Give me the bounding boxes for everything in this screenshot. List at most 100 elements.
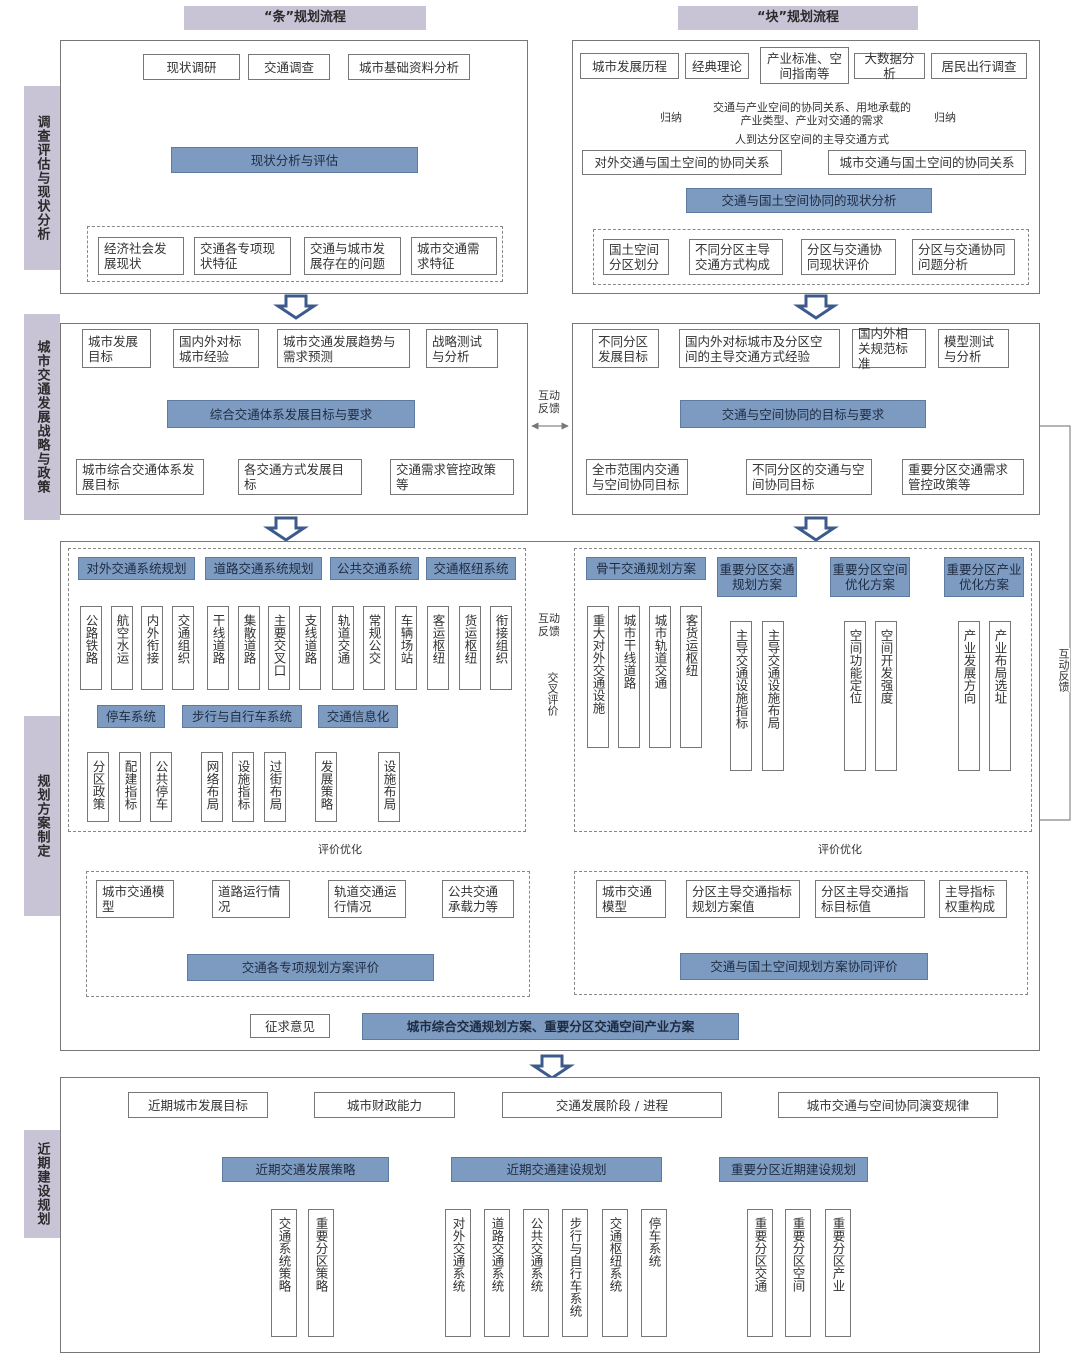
- road-operation-box: 道路运行情况: [212, 880, 290, 918]
- coordination-goal-box: 交通与空间协同的目标与要求: [680, 400, 926, 428]
- g4-item: 货运枢纽: [459, 606, 481, 690]
- left-flow-header: “条”规划流程: [184, 6, 426, 30]
- side-label-survey: 调查评估与现状分析: [24, 86, 60, 270]
- side-label-plan: 规划方案制定: [24, 716, 60, 916]
- transit-capacity-box: 公共交通承载力等: [442, 880, 514, 918]
- consultation-box: 征求意见: [250, 1014, 330, 1038]
- external-traffic-plan-title: 对外交通系统规划: [78, 557, 195, 580]
- near-strategy-item: 重要分区策略: [308, 1209, 334, 1337]
- eval-opt-label-right: 评价优化: [818, 843, 862, 856]
- external-traffic-relation-box: 对外交通与国土空间的协同关系: [582, 150, 782, 175]
- feedback-label-plan: 互动反馈: [538, 612, 560, 638]
- zone-mode-structure-box: 不同分区主导交通方式构成: [689, 239, 783, 275]
- walk-bike-title: 步行与自行车系统: [182, 705, 302, 728]
- near-construction-item: 道路交通系统: [484, 1209, 510, 1337]
- plan-strip-group: [68, 548, 526, 832]
- side-label-near-term: 近期建设规划: [24, 1130, 60, 1238]
- socio-economic-status-box: 经济社会发展现状: [98, 237, 184, 275]
- zone-coordination-eval-box: 分区与交通协同现状评价: [801, 239, 896, 275]
- zone-near-item: 重要分区空间: [785, 1209, 811, 1337]
- zone-near-item: 重要分区交通: [747, 1209, 773, 1337]
- zone-industry-item: 产业布局选址: [989, 621, 1011, 771]
- specialty-eval-box: 交通各专项规划方案评价: [187, 954, 434, 981]
- zone-coordination-goal-box: 不同分区的交通与空间协同目标: [746, 459, 872, 495]
- g2-item: 集散道路: [238, 606, 260, 690]
- dominant-mode-note: 人到达分区空间的主导交通方式: [735, 133, 889, 146]
- backbone-item: 城市干线道路: [618, 606, 640, 748]
- zone-space-item: 空间功能定位: [844, 621, 866, 771]
- g3-item: 车辆场站: [395, 606, 417, 690]
- its-item: 设施布局: [378, 752, 400, 822]
- coordination-eval-box: 交通与国土空间规划方案协同评价: [680, 953, 928, 980]
- g1-item: 交通组织: [172, 606, 194, 690]
- parking-item: 配建指标: [119, 752, 141, 822]
- benchmark-city-box: 国内外对标城市经验: [173, 329, 259, 368]
- zone-goal-box: 不同分区发展目标: [592, 329, 659, 368]
- backbone-item: 城市轨道交通: [649, 606, 671, 748]
- induce-left-label: 归纳: [660, 111, 682, 124]
- zone-near-item: 重要分区产业: [825, 1209, 851, 1337]
- g2-item: 主要交叉口: [268, 606, 290, 690]
- mode-goal-box: 各交通方式发展目标: [238, 459, 362, 495]
- zone-industry-item: 产业发展方向: [958, 621, 980, 771]
- zone-space-plan-title: 重要分区空间优化方案: [830, 557, 910, 597]
- backbone-item: 重大对外交通设施: [587, 606, 609, 748]
- near-strategy-box: 近期交通发展策略: [222, 1157, 389, 1182]
- side-label-strategy: 城市交通发展战略与政策: [24, 314, 60, 520]
- g2-item: 干线道路: [207, 606, 229, 690]
- g4-item: 衔接组织: [490, 606, 512, 690]
- benchmark-zone-box: 国内外对标城市及分区空间的主导交通方式经验: [679, 329, 840, 368]
- integrated-system-goal-box: 城市综合交通体系发展目标: [76, 459, 204, 495]
- city-goal-box: 城市发展目标: [82, 329, 151, 368]
- parking-item: 公共停车: [150, 752, 172, 822]
- feedback-label-loop: 互动反馈: [1056, 648, 1070, 692]
- near-construction-item: 停车系统: [641, 1209, 667, 1337]
- g1-item: 公路铁路: [80, 606, 102, 690]
- index-weight-box: 主导指标权重构成: [939, 880, 1007, 918]
- near-construction-item: 交通枢纽系统: [602, 1209, 628, 1337]
- g4-item: 客运枢纽: [427, 606, 449, 690]
- survey-strip-result-group: [87, 226, 503, 282]
- zone-division-box: 国土空间分区划分: [603, 239, 669, 275]
- zone-policy-box: 重要分区交通需求管控政策等: [902, 459, 1024, 495]
- near-construction-box: 近期交通建设规划: [451, 1157, 662, 1182]
- backbone-item: 客货运枢纽: [680, 606, 702, 748]
- classic-theory-box: 经典理论: [685, 53, 749, 79]
- zone-near-construction-box: 重要分区近期建设规划: [719, 1157, 868, 1182]
- eval-strip-group: [86, 871, 530, 997]
- rail-operation-box: 轨道交通运行情况: [328, 880, 406, 918]
- backbone-plan-title: 骨干交通规划方案: [586, 557, 706, 580]
- eval-block-group: [574, 871, 1028, 995]
- development-stage-box: 交通发展阶段 / 进程: [502, 1092, 722, 1118]
- evolution-law-box: 城市交通与空间协同演变规律: [778, 1092, 998, 1118]
- trend-forecast-box: 城市交通发展趋势与需求预测: [277, 329, 410, 368]
- zone-traffic-item: 主导交通设施指标: [730, 621, 752, 771]
- eval-opt-label-left: 评价优化: [318, 843, 362, 856]
- basic-data-analysis-box: 城市基础资料分析: [348, 54, 470, 80]
- final-plan-box: 城市综合交通规划方案、重要分区交通空间产业方案: [362, 1013, 739, 1040]
- near-strategy-item: 交通系统策略: [271, 1209, 297, 1337]
- traffic-city-problem-box: 交通与城市发展存在的问题: [304, 237, 401, 275]
- survey-block-result-group: [593, 229, 1029, 285]
- urban-traffic-relation-box: 城市交通与国土空间的协同关系: [828, 150, 1026, 175]
- g1-item: 内外衔接: [141, 606, 163, 690]
- walk-item: 过街布局: [264, 752, 286, 822]
- citywide-goal-box: 全市范围内交通与空间协同目标: [586, 459, 688, 495]
- parking-item: 分区政策: [87, 752, 109, 822]
- eval2-model-box: 城市交通模型: [596, 880, 666, 918]
- model-test-box: 模型测试与分析: [938, 329, 1009, 368]
- city-history-box: 城市发展历程: [580, 53, 679, 79]
- g2-item: 支线道路: [299, 606, 321, 690]
- coordination-status-box: 交通与国土空间协同的现状分析: [686, 188, 932, 213]
- status-analysis-box: 现状分析与评估: [171, 147, 418, 173]
- near-construction-item: 对外交通系统: [445, 1209, 471, 1337]
- road-plan-title: 道路交通系统规划: [205, 557, 322, 580]
- transit-system-title: 公共交通系统: [330, 557, 419, 580]
- its-title: 交通信息化: [318, 705, 398, 728]
- survey-research-box: 现状调研: [143, 54, 240, 80]
- industry-standard-box: 产业标准、空间指南等: [760, 47, 849, 84]
- zone-traffic-item: 主导交通设施布局: [762, 621, 784, 771]
- walk-item: 设施指标: [232, 752, 254, 822]
- standard-box: 国内外相关规范标准: [852, 326, 926, 371]
- zone-industry-plan-title: 重要分区产业优化方案: [944, 557, 1024, 597]
